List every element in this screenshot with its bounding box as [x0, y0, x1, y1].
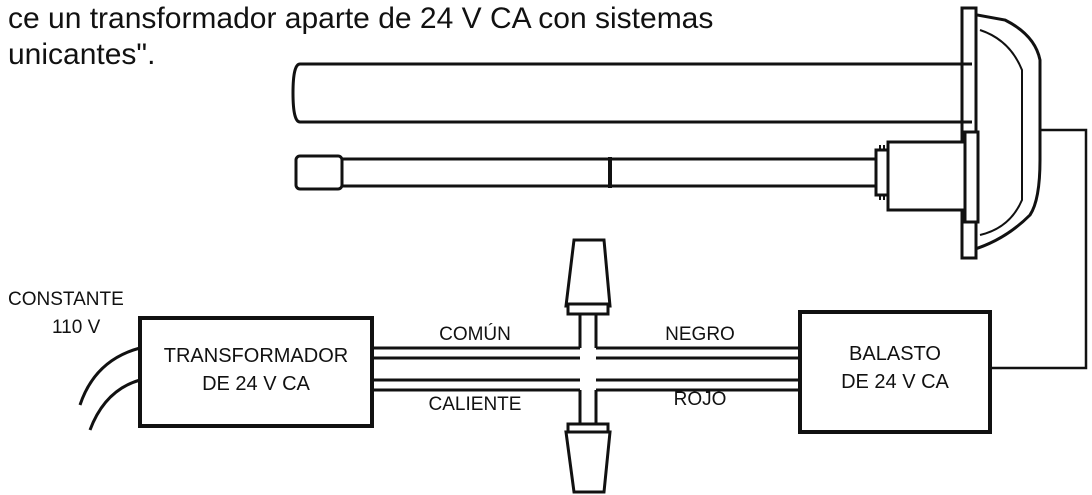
caption-line-2: unicantes".: [8, 38, 155, 71]
ballast-label-line-2: DE 24 V CA: [841, 371, 949, 393]
ballast-label-line-1: BALASTO: [849, 343, 941, 365]
sleeve-closed-end: [291, 62, 301, 124]
supply-label-line-1: CONSTANTE: [8, 289, 124, 310]
quartz-sleeve: [291, 62, 972, 124]
ballast-box: [798, 310, 992, 434]
upper-wire-riser: [578, 312, 598, 348]
housing-cap-outline: [970, 12, 1042, 253]
common-wire-label: COMÚN: [439, 323, 511, 345]
common-wire-left: [372, 346, 580, 360]
hot-wire-left: [372, 378, 580, 392]
transformer-label-line-1: TRANSFORMADOR: [164, 345, 348, 367]
transformer-box: [138, 316, 374, 428]
lamp-base-pins: [879, 145, 885, 200]
lamp-base-socket: [963, 130, 980, 224]
hot-wire-run: [372, 378, 800, 428]
upper-wire-nut-cap: [564, 238, 612, 308]
lamp-base-collar: [874, 148, 890, 197]
red-wire-right: [596, 378, 800, 392]
supply-label-line-2: 110 V: [52, 317, 101, 338]
housing-inner-curve: [979, 29, 1023, 236]
lower-wire-drop: [578, 390, 598, 428]
red-wire-label: ROJO: [674, 389, 727, 410]
caption-line-1: ce un transformador aparte de 24 V CA co…: [8, 2, 713, 35]
hot-wire-label: CALIENTE: [429, 394, 522, 415]
upper-wire-nut: [564, 238, 612, 316]
lamp-base-connector: [886, 140, 967, 212]
transformer-label-line-2: DE 24 V CA: [202, 373, 310, 395]
black-wire-label: NEGRO: [665, 324, 735, 345]
black-wire-right: [596, 346, 800, 360]
sleeve-body: [300, 62, 972, 124]
uv-lamp: [294, 130, 980, 224]
lamp-lead-wire: [990, 128, 1088, 370]
lower-wire-nut: [564, 422, 612, 494]
common-wire-run: [372, 312, 800, 360]
upper-wire-nut-collar: [566, 302, 610, 316]
supply-wire-lower: [88, 378, 141, 431]
supply-wire-upper: [78, 346, 141, 406]
lower-wire-nut-cap: [564, 430, 612, 494]
lamp-end-tip: [294, 154, 344, 191]
